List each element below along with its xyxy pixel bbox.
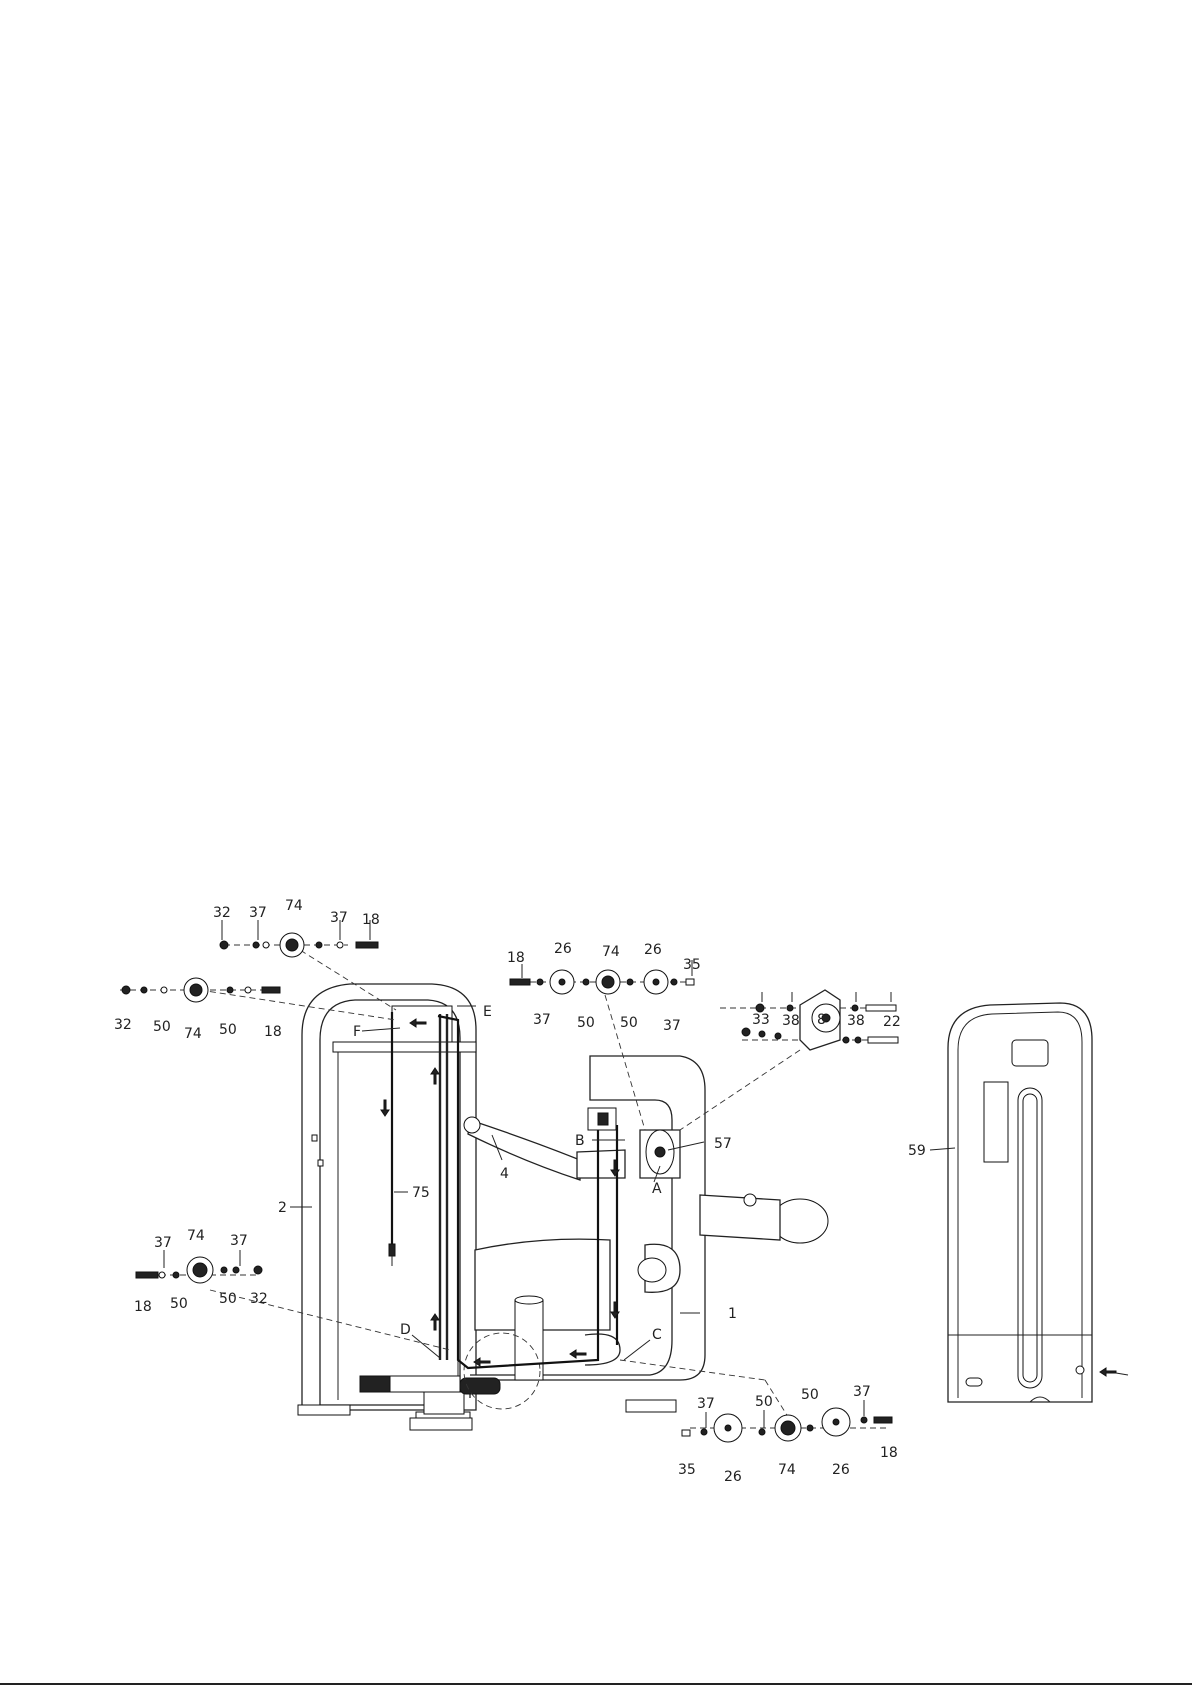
- callout-26: 26: [724, 1469, 742, 1485]
- callout-35: 35: [678, 1462, 696, 1478]
- pulley-housing: [588, 1108, 828, 1292]
- guide-lines: [120, 945, 890, 1428]
- callout-32: 32: [213, 905, 231, 921]
- callout-18: 18: [362, 912, 380, 928]
- callout-74: 74: [602, 944, 620, 960]
- callout-33: 33: [752, 1012, 770, 1028]
- callout-50: 50: [755, 1394, 773, 1410]
- callout-74: 74: [285, 898, 303, 914]
- callout-B: B: [575, 1133, 585, 1149]
- callout-59: 59: [908, 1143, 926, 1159]
- hardware-stack-lower-left: [136, 1257, 262, 1283]
- shroud-part-59: [948, 1003, 1128, 1402]
- callout-F: F: [353, 1024, 361, 1040]
- callout-75: 75: [412, 1185, 430, 1201]
- callout-18: 18: [134, 1299, 152, 1315]
- callout-74: 74: [778, 1462, 796, 1478]
- callout-50: 50: [153, 1019, 171, 1035]
- leader-lines: [164, 920, 955, 1428]
- callout-37: 37: [533, 1012, 551, 1028]
- hardware-stack-bottom-right: [682, 1408, 892, 1442]
- hardware-stack-top-left: [220, 933, 378, 957]
- callout-50: 50: [801, 1387, 819, 1403]
- callout-50: 50: [219, 1291, 237, 1307]
- callout-A: A: [652, 1181, 662, 1197]
- callout-2: 2: [278, 1200, 287, 1216]
- hardware-stack-top-center: [510, 970, 694, 994]
- callout-18: 18: [507, 950, 525, 966]
- callout-50: 50: [620, 1015, 638, 1031]
- callout-1: 1: [728, 1306, 737, 1322]
- callout-37: 37: [663, 1018, 681, 1034]
- callout-38: 38: [847, 1013, 865, 1029]
- callout-C: C: [652, 1327, 662, 1343]
- callout-E: E: [483, 1004, 492, 1020]
- callout-D: D: [400, 1322, 411, 1338]
- callout-26: 26: [832, 1462, 850, 1478]
- callout-26: 26: [554, 941, 572, 957]
- callout-32: 32: [250, 1291, 268, 1307]
- callout-18: 18: [264, 1024, 282, 1040]
- callout-26: 26: [644, 942, 662, 958]
- callout-57: 57: [714, 1136, 732, 1152]
- callout-50: 50: [219, 1022, 237, 1038]
- callout-74: 74: [184, 1026, 202, 1042]
- callout-38: 38: [782, 1013, 800, 1029]
- callout-37: 37: [154, 1235, 172, 1251]
- callout-22: 22: [883, 1014, 901, 1030]
- callout-37: 37: [249, 905, 267, 921]
- main-frame-part-2: [298, 984, 476, 1424]
- callout-50: 50: [170, 1296, 188, 1312]
- callout-4: 4: [500, 1166, 509, 1182]
- callout-37: 37: [853, 1384, 871, 1400]
- callout-74: 74: [187, 1228, 205, 1244]
- callout-labels: 32 37 74 37 18 32 50 74 50 18 18 26 74 2…: [114, 898, 926, 1485]
- callout-37: 37: [330, 910, 348, 926]
- callout-37: 37: [697, 1396, 715, 1412]
- callout-18: 18: [880, 1445, 898, 1461]
- callout-35: 35: [683, 957, 701, 973]
- callout-8: 8: [817, 1012, 826, 1028]
- hardware-stack-mid-left: [122, 978, 280, 1002]
- callout-32: 32: [114, 1017, 132, 1033]
- callout-37: 37: [230, 1233, 248, 1249]
- callout-50: 50: [577, 1015, 595, 1031]
